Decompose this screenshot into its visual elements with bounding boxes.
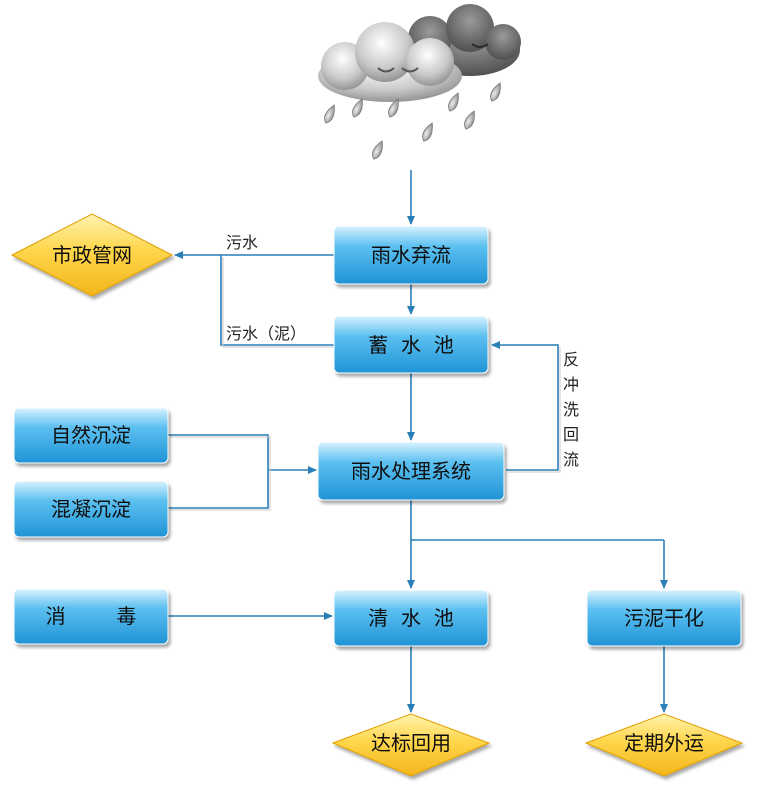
node-reuse: 达标回用 (331, 713, 491, 777)
node-label: 混凝沉淀 (51, 497, 131, 521)
node-rain-diversion: 雨水弃流 (333, 225, 489, 285)
backwash-char: 回 (563, 425, 579, 444)
node-label: 自然沉淀 (51, 423, 131, 447)
edge-label-sewage-sludge: 污水（泥） (226, 324, 306, 343)
edge-label-sewage: 污水 (226, 233, 258, 252)
node-label: 污泥干化 (624, 606, 704, 630)
node-sludge-drying: 污泥干化 (586, 589, 742, 647)
node-natural-sedimentation: 自然沉淀 (13, 407, 169, 464)
node-municipal-network: 市政管网 (10, 213, 174, 297)
backwash-char: 洗 (563, 400, 579, 419)
backwash-char: 反 (563, 350, 579, 369)
node-label: 达标回用 (371, 731, 451, 755)
node-label: 市政管网 (52, 243, 132, 267)
line-coagulation-sedimentation (168, 470, 269, 509)
light-cloud (318, 22, 462, 102)
node-label: 消 毒 (46, 604, 137, 628)
node-label: 雨水弃流 (371, 243, 451, 267)
connector-shadows (170, 257, 561, 511)
backwash-char: 冲 (563, 375, 579, 394)
arrow-backwash-return (491, 341, 559, 471)
connectors (168, 170, 668, 713)
node-label: 雨水处理系统 (351, 459, 471, 483)
node-label: 定期外运 (624, 731, 704, 755)
node-offsite-transport: 定期外运 (584, 713, 744, 777)
node-storage-tank: 蓄 水 池 (333, 315, 489, 374)
line-storage-sludge-to-municipal (220, 255, 334, 346)
node-clear-water-tank: 清 水 池 (333, 589, 489, 647)
node-label: 蓄 水 池 (368, 333, 453, 357)
line-natural-sedimentation (168, 434, 269, 470)
rain-drops (324, 82, 501, 160)
rain-cloud-icon (318, 4, 521, 160)
backwash-char: 流 (563, 450, 579, 469)
node-disinfection: 消 毒 (13, 588, 169, 645)
node-treatment-system: 雨水处理系统 (317, 441, 505, 501)
node-coagulation-sedimentation: 混凝沉淀 (13, 480, 169, 538)
node-label: 清 水 池 (368, 606, 453, 630)
line-treatment-split (410, 500, 664, 541)
edge-label-backwash: 反 冲 洗 回 流 (563, 350, 579, 469)
